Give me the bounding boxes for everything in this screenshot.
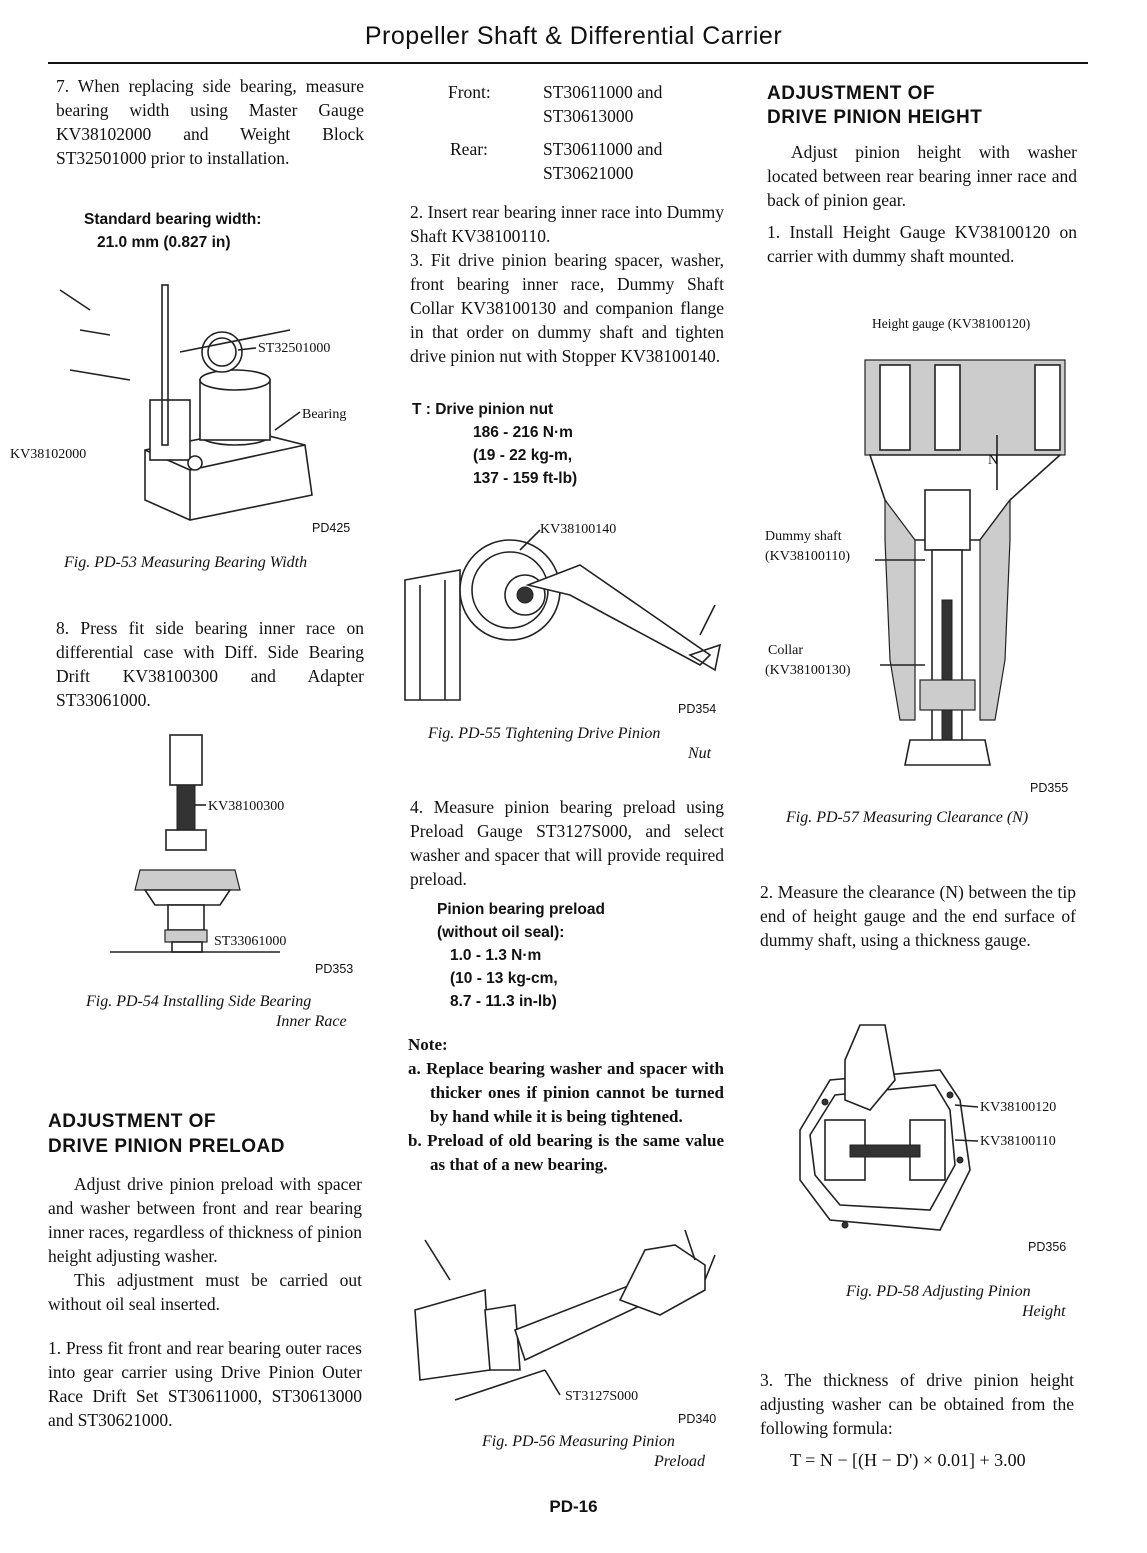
rear-label: Rear: <box>450 139 488 159</box>
preload-spec-1: Pinion bearing preload <box>437 901 605 918</box>
side-bearing-drift-illustration <box>110 734 280 953</box>
caption-fig-pd56-line2: Preload <box>654 1453 705 1470</box>
middle-steps: 2. Insert rear bearing inner race into D… <box>410 200 724 368</box>
caption-fig-pd58-line2: Height <box>1022 1303 1066 1320</box>
preload-spec-5: 8.7 - 11.3 in-lb) <box>450 993 557 1010</box>
label-dummy-shaft-2: (KV38100110) <box>765 549 850 564</box>
front-value-2: ST30613000 <box>543 106 634 126</box>
clearance-cross-section <box>864 359 1066 766</box>
note-title: Note: <box>408 1035 448 1054</box>
note-b: b. Preload of old bearing is the same va… <box>408 1131 724 1174</box>
pinion-preload-illustration <box>414 1229 716 1401</box>
standard-bearing-width-value: 21.0 mm (0.827 in) <box>97 234 231 251</box>
torque-value-1: 186 - 216 N·m <box>473 424 573 441</box>
label-height-gauge: Height gauge (KV38100120) <box>872 316 1031 331</box>
preload-spec-2: (without oil seal): <box>437 924 565 941</box>
code-pd354: PD354 <box>678 702 717 716</box>
preload-intro: Adjust drive pinion preload with spacer … <box>48 1172 362 1432</box>
caption-fig-pd58-line1: Fig. PD-58 Adjusting Pinion <box>846 1283 1031 1300</box>
middle-step2: 2. Insert rear bearing inner race into D… <box>410 202 724 246</box>
label-bearing: Bearing <box>302 407 346 422</box>
figure-pd54: KV38100300 ST33061000 <box>110 734 286 953</box>
torque-value-2: (19 - 22 kg-m, <box>473 447 573 464</box>
standard-bearing-width-label: Standard bearing width: <box>84 211 262 228</box>
step8-text: 8. Press fit side bearing inner race on … <box>56 618 364 710</box>
middle-step4: 4. Measure pinion bearing preload using … <box>410 797 724 889</box>
label-st32501000: ST32501000 <box>258 341 330 356</box>
code-pd355: PD355 <box>1030 781 1069 795</box>
caption-fig-pd57: Fig. PD-57 Measuring Clearance (N) <box>786 809 1029 826</box>
caption-fig-pd56-line1: Fig. PD-56 Measuring Pinion <box>482 1433 675 1450</box>
rear-value-2: ST30621000 <box>543 163 634 183</box>
bearing-width-illustration <box>59 284 313 521</box>
front-label: Front: <box>448 82 491 102</box>
heading-height-1: ADJUSTMENT OF <box>767 83 935 104</box>
heading-preload-1: ADJUSTMENT OF <box>48 1111 216 1132</box>
caption-fig-pd55-line2: Nut <box>688 745 712 762</box>
page-number: PD-16 <box>549 1497 598 1516</box>
drive-pinion-nut-illustration <box>404 539 722 701</box>
preload-spec-3: 1.0 - 1.3 N·m <box>450 947 542 964</box>
height-step3: 3. The thickness of drive pinion height … <box>760 1370 1074 1438</box>
figure-pd56: ST3127S000 <box>414 1229 716 1404</box>
height-step2: 2. Measure the clearance (N) between the… <box>760 882 1076 950</box>
label-kv38100300: KV38100300 <box>208 799 284 814</box>
label-n: N <box>988 453 998 468</box>
step7-text: 7. When replacing side bearing, measure … <box>56 76 364 168</box>
caption-fig-pd53: Fig. PD-53 Measuring Bearing Width <box>64 554 308 571</box>
preload-spec-4: (10 - 13 kg-cm, <box>450 970 558 987</box>
height-step1: 1. Install Height Gauge KV38100120 on ca… <box>767 222 1077 266</box>
caption-fig-pd55-line1: Fig. PD-55 Tightening Drive Pinion <box>428 725 661 742</box>
caption-fig-pd54-line2: Inner Race <box>276 1013 347 1030</box>
heading-preload-2: DRIVE PINION PRELOAD <box>48 1136 285 1157</box>
note-a: a. Replace bearing washer and spacer wit… <box>408 1059 724 1126</box>
adjusting-pinion-height-illustration <box>799 1024 971 1231</box>
torque-label: T : Drive pinion nut <box>412 401 554 418</box>
label-dummy-shaft-1: Dummy shaft <box>765 529 842 544</box>
caption-fig-pd54-line1: Fig. PD-54 Installing Side Bearing <box>86 993 312 1010</box>
height-para1: Adjust pinion height with washer located… <box>767 142 1077 210</box>
middle-step3: 3. Fit drive pinion bearing spacer, wash… <box>410 250 724 366</box>
code-pd425: PD425 <box>312 521 351 535</box>
label-kv38100140: KV38100140 <box>540 522 616 537</box>
label-st3127s000: ST3127S000 <box>565 1389 638 1404</box>
heading-height-2: DRIVE PINION HEIGHT <box>767 107 983 128</box>
page-header: Propeller Shaft & Differential Carrier <box>364 22 783 50</box>
label-st33061000: ST33061000 <box>214 934 286 949</box>
preload-para2: This adjustment must be carried out with… <box>48 1270 362 1314</box>
code-pd356: PD356 <box>1028 1240 1067 1254</box>
rear-value-1: ST30611000 and <box>543 139 663 159</box>
torque-value-3: 137 - 159 ft-lb) <box>473 470 578 487</box>
preload-step1: 1. Press fit front and rear bearing oute… <box>48 1338 362 1430</box>
note-block: Note: a. Replace bearing washer and spac… <box>408 1033 724 1177</box>
figure-pd58: KV38100120 KV38100110 <box>799 1024 1056 1231</box>
formula: T = N − [(H − D') × 0.01] + 3.00 <box>790 1450 1026 1470</box>
figure-pd57: N Dummy shaft (KV38100110) Collar (KV381… <box>765 359 1066 766</box>
code-pd353: PD353 <box>315 962 354 976</box>
figure-pd53: ST32501000 Bearing KV38102000 <box>10 284 346 521</box>
figure-pd55: KV38100140 <box>404 522 722 701</box>
height-intro: Adjust pinion height with washer located… <box>767 140 1077 268</box>
label-kv38100110: KV38100110 <box>980 1134 1056 1149</box>
header-rule <box>48 62 1088 64</box>
preload-para1: Adjust drive pinion preload with spacer … <box>48 1174 362 1266</box>
label-kv38102000: KV38102000 <box>10 447 86 462</box>
code-pd340: PD340 <box>678 1412 717 1426</box>
label-collar-1: Collar <box>768 643 803 658</box>
label-kv38100120: KV38100120 <box>980 1100 1056 1115</box>
front-value-1: ST30611000 and <box>543 82 663 102</box>
label-collar-2: (KV38100130) <box>765 663 851 678</box>
